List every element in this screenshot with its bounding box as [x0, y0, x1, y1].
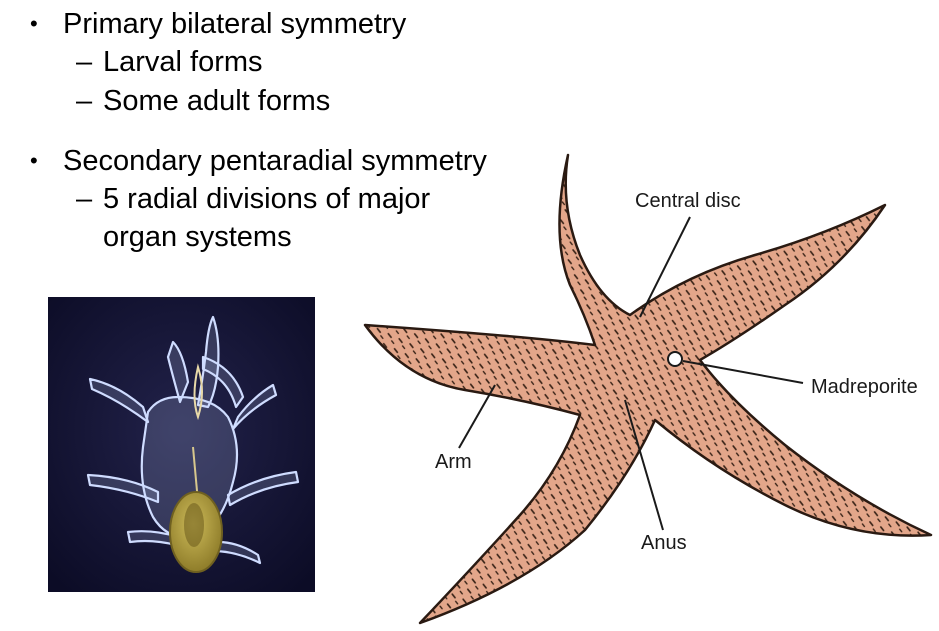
larva-ciliary-band: [193, 363, 203, 421]
slide-bullets: • Primary bilateral symmetry – Larval fo…: [0, 0, 560, 270]
bullet-primary-text: Primary bilateral symmetry: [63, 8, 407, 40]
label-madreporite: Madreporite: [811, 376, 918, 398]
dash-glyph: –: [76, 183, 93, 215]
anus-leader: [624, 399, 664, 531]
starfish-body: [363, 153, 933, 625]
sub-bullet-larval-text: Larval forms: [103, 46, 263, 78]
bullet-glyph: •: [30, 148, 38, 173]
sub-bullet-radial-text: 5 radial divisions of major: [103, 183, 431, 215]
arm-leader: [458, 384, 496, 449]
label-arm: Arm: [435, 451, 472, 473]
starfish-diagram: Central disc Madreporite Arm Anus: [363, 153, 933, 625]
central-disc-leader: [639, 216, 691, 318]
label-anus: Anus: [641, 532, 687, 554]
dash-glyph: –: [76, 46, 93, 78]
madreporite-leader: [682, 360, 804, 384]
label-central-disc: Central disc: [635, 190, 741, 212]
larva-photo: [48, 297, 315, 592]
sub-bullet-radial-cont-text: organ systems: [103, 221, 292, 253]
sub-bullet-adult-text: Some adult forms: [103, 85, 331, 117]
larva-gut-lumen: [184, 503, 204, 547]
leader-lines: [458, 216, 804, 531]
dash-glyph: –: [76, 85, 93, 117]
bullet-secondary-text: Secondary pentaradial symmetry: [63, 145, 487, 177]
bullet-glyph: •: [30, 11, 38, 36]
madreporite-plate: [667, 351, 683, 367]
